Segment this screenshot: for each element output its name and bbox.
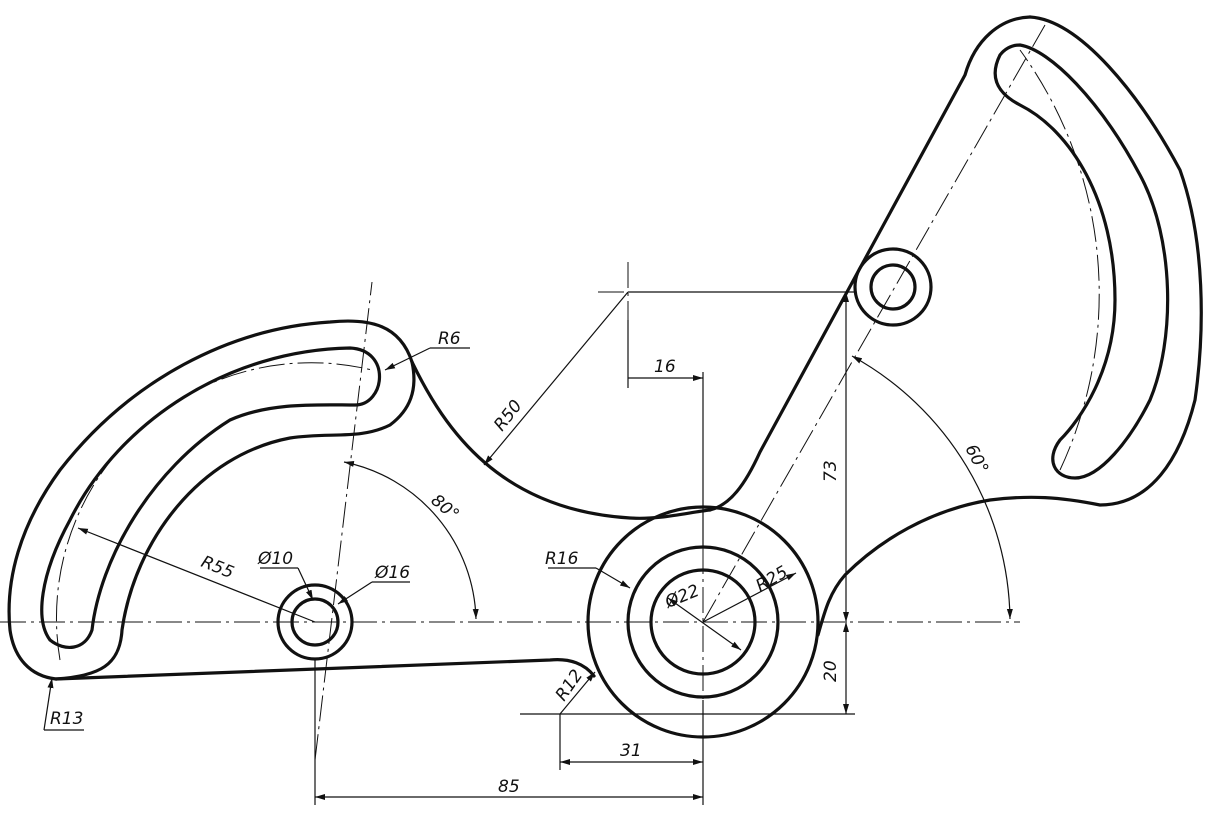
right-arm-outer [816, 15, 1203, 637]
label-60-deg: 60° [961, 441, 993, 477]
boss-outer [853, 247, 933, 327]
right-arm-left-edge [708, 15, 1032, 512]
label-r16: R16 [545, 549, 579, 569]
left-hole-outer [276, 583, 354, 661]
label-31: 31 [620, 741, 642, 761]
part-outline [7, 15, 1203, 739]
label-16: 16 [654, 357, 676, 377]
label-r6: R6 [438, 329, 461, 349]
label-20: 20 [821, 660, 841, 682]
dimension-lines [43, 291, 1013, 805]
label-r13: R13 [50, 709, 83, 729]
hub-bore [649, 568, 757, 676]
label-phi10: Ø10 [257, 549, 293, 569]
left-arm-outer [7, 319, 414, 681]
right-slot [993, 43, 1170, 480]
label-80-deg: 80° [427, 491, 463, 526]
left-arm-inner [54, 360, 416, 681]
centerlines [0, 24, 1100, 761]
label-phi16: Ø16 [374, 563, 410, 583]
label-r50: R50 [490, 396, 526, 435]
slots [40, 43, 1170, 649]
label-r12: R12 [552, 666, 588, 705]
boss-inner [869, 263, 917, 311]
label-73: 73 [821, 460, 841, 482]
r50-edge [410, 360, 712, 520]
left-slot [40, 346, 382, 649]
left-hole-inner [290, 597, 340, 647]
label-85: 85 [498, 777, 520, 797]
dimension-labels: R6 R50 16 73 60° 80° R55 Ø10 Ø16 R16 Ø22… [50, 329, 992, 797]
